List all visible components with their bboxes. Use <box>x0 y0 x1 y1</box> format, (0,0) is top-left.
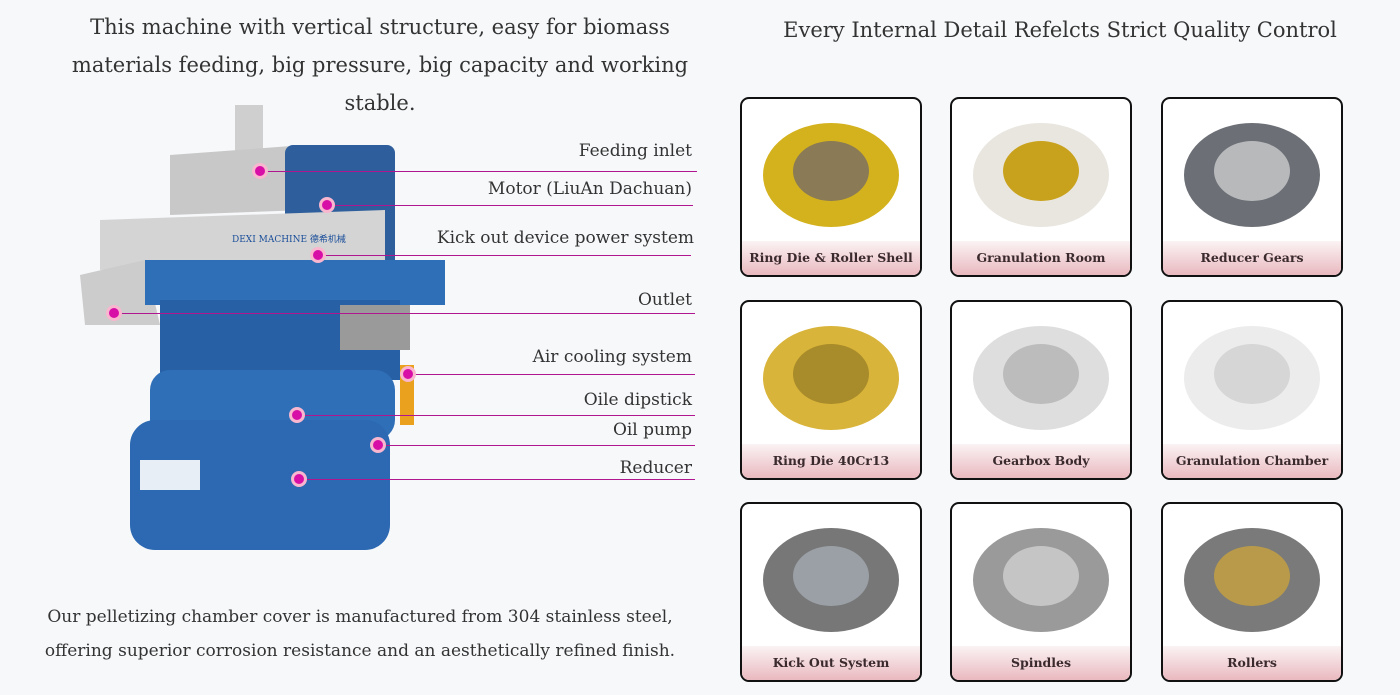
outro-text: Our pelletizing chamber cover is manufac… <box>44 607 676 661</box>
gallery-card[interactable]: Reducer Gears <box>1161 97 1343 277</box>
label-feeding-inlet: Feeding inlet <box>578 141 692 161</box>
part-photo <box>748 310 914 442</box>
gallery-card[interactable]: Ring Die & Roller Shell <box>740 97 922 277</box>
part-photo <box>958 107 1124 239</box>
gallery-card[interactable]: Granulation Chamber <box>1161 300 1343 480</box>
hotspot-reducer[interactable] <box>291 471 307 487</box>
hotspot-motor[interactable] <box>319 197 335 213</box>
hotspot-dipstick[interactable] <box>289 407 305 423</box>
hotspot-kick-out[interactable] <box>310 247 326 263</box>
hotspot-outlet[interactable] <box>106 305 122 321</box>
label-motor: Motor (LiuAn Dachuan) <box>487 179 692 199</box>
label-outlet: Outlet <box>637 290 692 310</box>
card-caption: Ring Die & Roller Shell <box>742 241 920 275</box>
card-caption: Spindles <box>952 646 1130 680</box>
gallery-card[interactable]: Granulation Room <box>950 97 1132 277</box>
part-photo <box>1169 107 1335 239</box>
label-kick-out: Kick out device power system <box>436 228 694 248</box>
label-oil-pump: Oil pump <box>612 420 692 440</box>
label-reducer: Reducer <box>619 458 692 478</box>
part-photo <box>958 512 1124 644</box>
part-photo <box>958 310 1124 442</box>
gallery-card[interactable]: Gearbox Body <box>950 300 1132 480</box>
hotspot-oil-pump[interactable] <box>370 437 386 453</box>
gallery-card[interactable]: Rollers <box>1161 502 1343 682</box>
card-caption: Gearbox Body <box>952 444 1130 478</box>
intro-text: This machine with vertical structure, ea… <box>71 15 689 115</box>
logo-text: DEXI MACHINE 德希机械 <box>232 235 346 245</box>
part-photo <box>748 107 914 239</box>
label-dipstick: Oile dipstick <box>583 390 692 410</box>
gallery-card[interactable]: Kick Out System <box>740 502 922 682</box>
card-caption: Reducer Gears <box>1163 241 1341 275</box>
gallery-card[interactable]: Ring Die 40Cr13 <box>740 300 922 480</box>
card-caption: Kick Out System <box>742 646 920 680</box>
card-caption: Rollers <box>1163 646 1341 680</box>
part-photo <box>1169 512 1335 644</box>
hotspot-air-cooling[interactable] <box>400 366 416 382</box>
card-caption: Granulation Room <box>952 241 1130 275</box>
card-caption: Granulation Chamber <box>1163 444 1341 478</box>
label-air-cooling: Air cooling system <box>532 347 692 367</box>
part-photo <box>748 512 914 644</box>
section-title: Every Internal Detail Refelcts Strict Qu… <box>783 18 1337 42</box>
gallery-card[interactable]: Spindles <box>950 502 1132 682</box>
card-caption: Ring Die 40Cr13 <box>742 444 920 478</box>
part-photo <box>1169 310 1335 442</box>
hotspot-feeding-inlet[interactable] <box>252 163 268 179</box>
